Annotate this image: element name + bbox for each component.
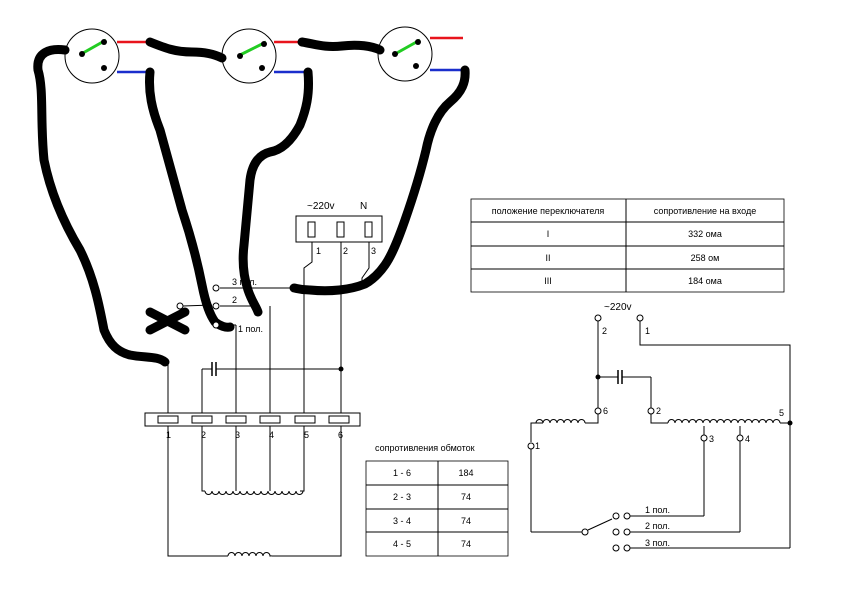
supply-pin-2: 2 xyxy=(343,246,348,256)
position-table-row-3-position: III xyxy=(544,276,552,286)
winding-table: сопротивления обмоток 1 - 6 184 2 - 3 74… xyxy=(365,443,509,557)
position-table-header-resistance: сопротивление на входе xyxy=(654,206,757,216)
windings-left xyxy=(167,426,342,557)
schematic-switch-pos2: 2 пол. xyxy=(645,521,670,531)
position-table-row-3-value: 184 ома xyxy=(688,276,722,286)
schematic-node-1: 1 xyxy=(535,441,540,451)
terminal-pin-3: 3 xyxy=(235,430,240,440)
terminal-pin-4: 4 xyxy=(269,430,274,440)
schematic-switch-pos1: 1 пол. xyxy=(645,505,670,515)
winding-row-2-pair: 2 - 3 xyxy=(393,492,411,502)
terminal-pin-1: 1 xyxy=(166,430,171,440)
winding-row-2-value: 74 xyxy=(461,492,471,502)
supply-pin-3: 3 xyxy=(371,246,376,256)
terminal-pin-2: 2 xyxy=(201,430,206,440)
position-table: положение переключателя сопротивление на… xyxy=(470,198,785,293)
winding-row-4-value: 74 xyxy=(461,539,471,549)
switch-label-pos3: 3 пол. xyxy=(232,277,257,287)
switch-label-pos1: 1 пол. xyxy=(238,324,263,334)
schematic-switch-pos3: 3 пол. xyxy=(645,538,670,548)
schematic-node-2: 2 xyxy=(656,406,661,416)
winding-row-1-value: 184 xyxy=(458,468,473,478)
supply-neutral-label: N xyxy=(360,201,367,212)
winding-row-3-value: 74 xyxy=(461,516,471,526)
capacitor-left xyxy=(167,360,344,413)
switch-symbol-1 xyxy=(64,28,150,84)
terminal-block: 1 2 3 4 5 6 xyxy=(144,412,361,440)
schematic-node-5: 5 xyxy=(779,408,784,418)
position-table-row-1-position: I xyxy=(547,229,550,239)
position-table-header-position: положение переключателя xyxy=(492,206,605,216)
schematic-node-3: 3 xyxy=(709,434,714,444)
winding-row-3-pair: 3 - 4 xyxy=(393,516,411,526)
winding-row-4-pair: 4 - 5 xyxy=(393,539,411,549)
position-table-row-2-value: 258 ом xyxy=(691,253,720,263)
schematic-node-6: 6 xyxy=(603,406,608,416)
schematic-right: ~220v 2 1 6 2 1 5 3 4 xyxy=(527,302,793,552)
switch-symbols xyxy=(64,26,465,84)
switch-symbol-3 xyxy=(377,26,465,82)
position-table-row-2-position: II xyxy=(545,253,550,263)
switch-symbol-2 xyxy=(221,28,308,84)
winding-table-title: сопротивления обмоток xyxy=(375,443,475,453)
switch-label-pos2: 2 xyxy=(232,295,237,305)
hand-drawn-wires xyxy=(33,37,470,367)
winding-row-1-pair: 1 - 6 xyxy=(393,468,411,478)
schematic-node-supply-2: 2 xyxy=(602,326,607,336)
supply-label: ~220v xyxy=(307,201,335,212)
schematic-supply-label: ~220v xyxy=(604,302,632,313)
schematic-node-supply-1: 1 xyxy=(645,326,650,336)
supply-block: ~220v N 1 2 3 xyxy=(295,201,383,413)
supply-pin-1: 1 xyxy=(316,246,321,256)
terminal-pin-5: 5 xyxy=(304,430,309,440)
selector-switch-left: 3 пол. 2 1 пол. xyxy=(176,277,362,413)
position-table-row-1-value: 332 ома xyxy=(688,229,722,239)
schematic-node-4: 4 xyxy=(745,434,750,444)
